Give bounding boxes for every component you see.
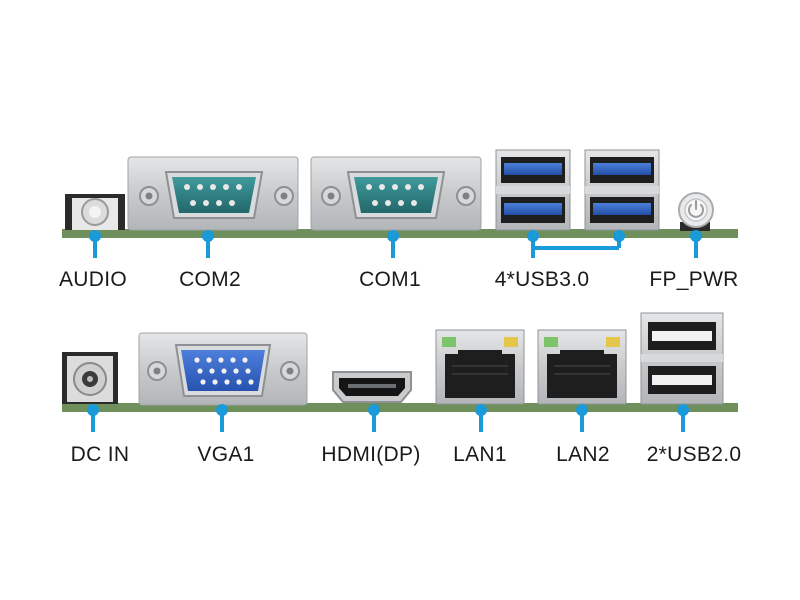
- pointer-com2: [202, 230, 214, 258]
- label-lan2: LAN2: [556, 443, 610, 466]
- pointer-audio: [89, 230, 101, 258]
- pointer-usb20: [677, 404, 689, 432]
- hdmi-port-icon: [332, 371, 412, 403]
- label-usb20: 2*USB2.0: [646, 443, 742, 466]
- usb20-port-stack-icon: [640, 312, 724, 405]
- label-hdmi: HDMI(DP): [321, 443, 421, 466]
- pcb-strip-bottom: [62, 403, 738, 412]
- lan1-port-icon: [435, 329, 525, 405]
- pointer-com1: [387, 230, 399, 258]
- com2-serial-port-icon: [127, 156, 299, 231]
- label-audio: AUDIO: [58, 268, 128, 291]
- pointer-dc-in: [87, 404, 99, 432]
- label-com2: COM2: [179, 268, 241, 291]
- label-com1: COM1: [359, 268, 421, 291]
- label-lan1: LAN1: [453, 443, 507, 466]
- audio-jack-icon: [65, 194, 125, 230]
- pointer-fp-pwr: [690, 230, 702, 258]
- label-usb30: 4*USB3.0: [494, 268, 590, 291]
- label-dc-in: DC IN: [70, 443, 130, 466]
- dc-in-jack-icon: [62, 352, 118, 404]
- com1-serial-port-icon: [310, 156, 482, 231]
- usb30-port-stack-a-icon: [495, 149, 571, 231]
- pointer-vga1: [216, 404, 228, 432]
- pointer-hdmi: [368, 404, 380, 432]
- lan2-port-icon: [537, 329, 627, 405]
- label-vga1: VGA1: [197, 443, 255, 466]
- pcb-strip-top: [62, 229, 738, 238]
- pointer-lan1: [475, 404, 487, 432]
- label-fp-pwr: FP_PWR: [649, 268, 739, 291]
- vga-port-icon: [138, 332, 308, 406]
- pointer-usb30-bracket: [527, 230, 625, 258]
- pointer-lan2: [576, 404, 588, 432]
- usb30-port-stack-b-icon: [584, 149, 660, 231]
- power-button-icon: [678, 192, 714, 231]
